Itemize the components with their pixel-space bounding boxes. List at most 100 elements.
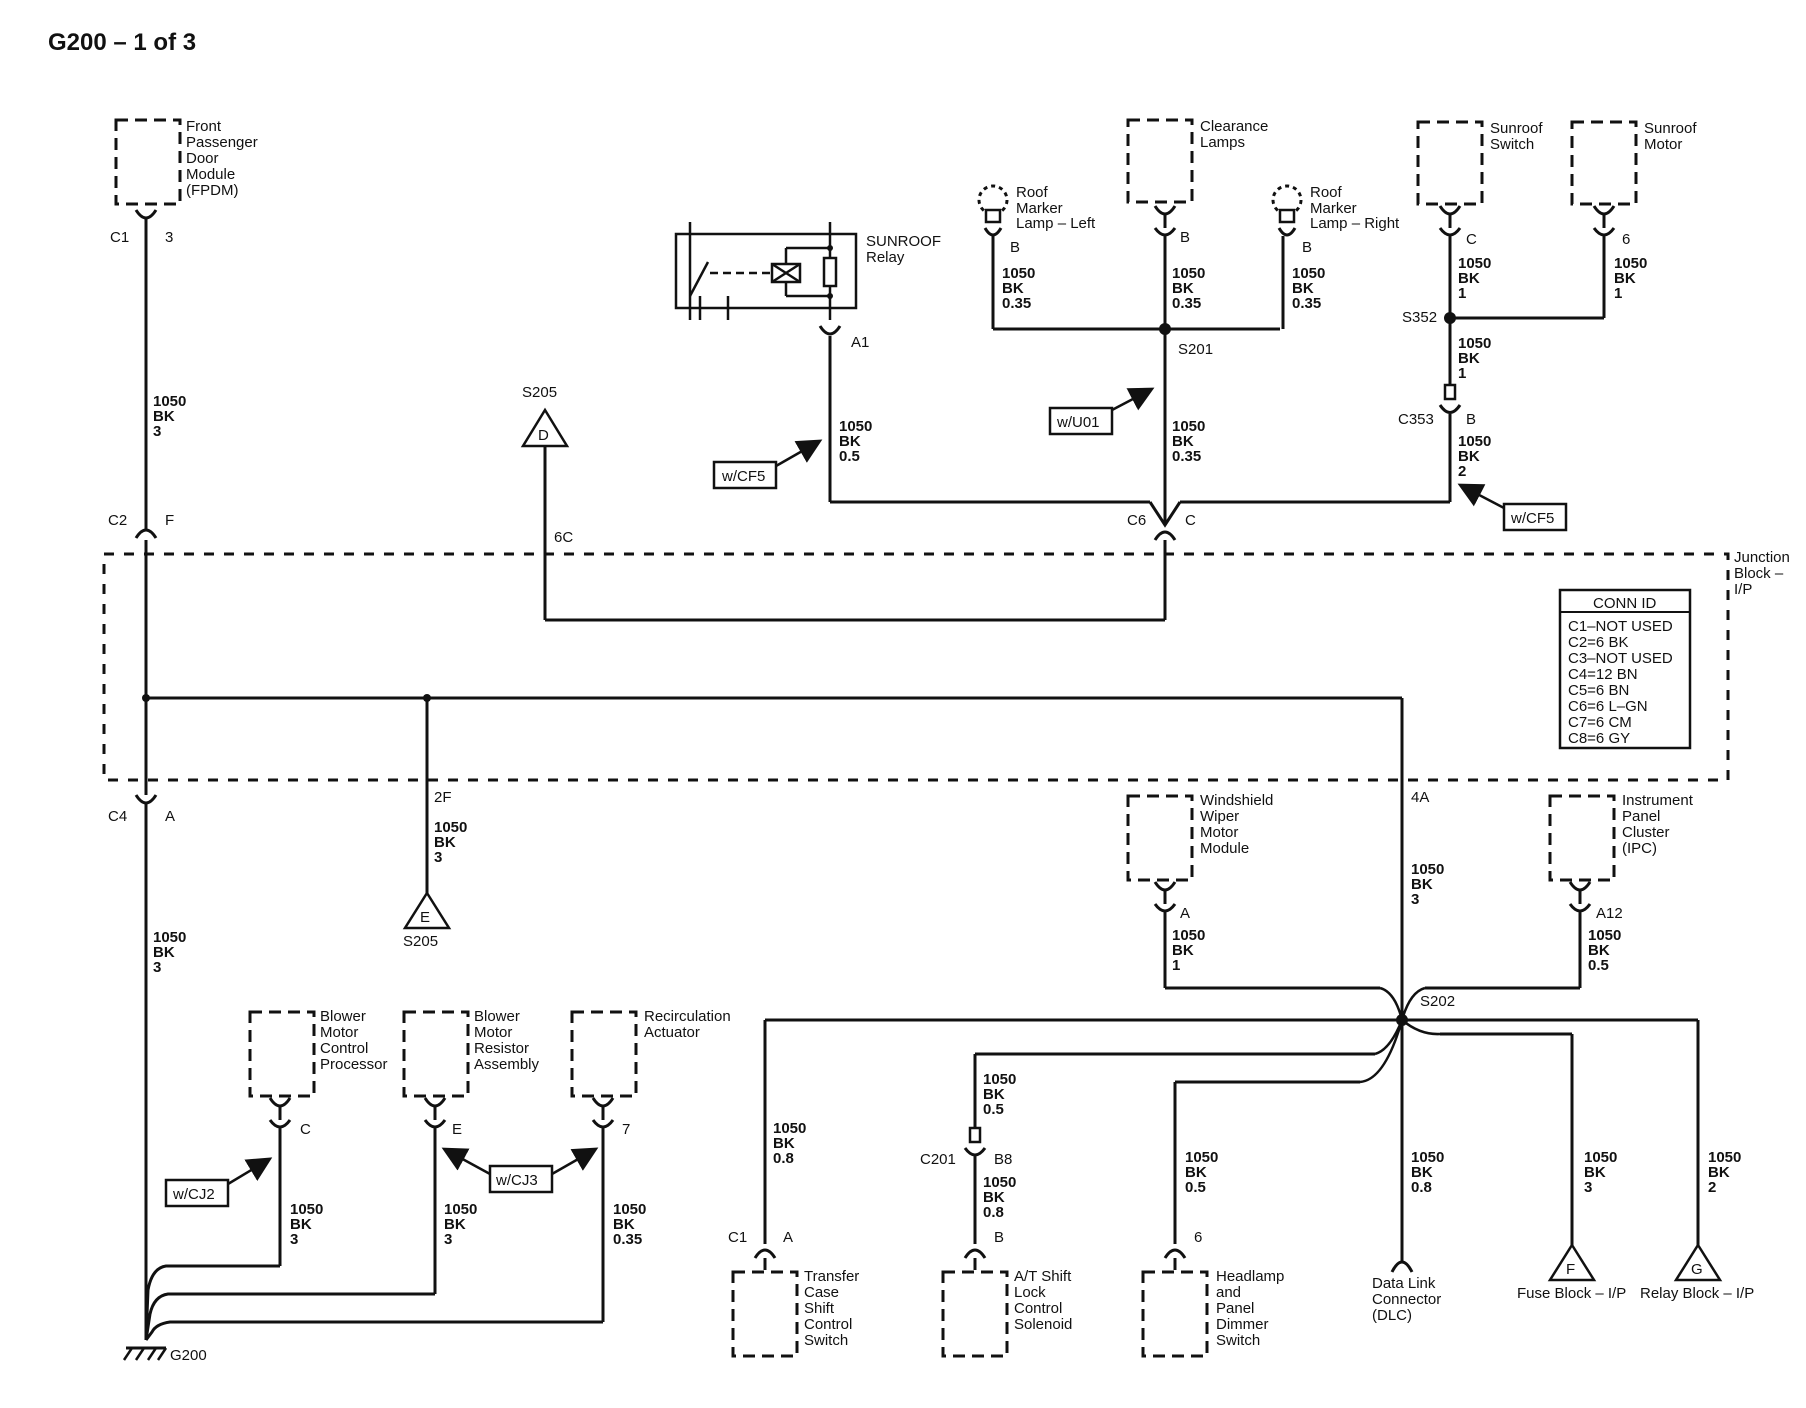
wire-recirc-circuit: 1050 [613, 1201, 646, 1218]
wire-s352-circuit: 1050 [1458, 335, 1491, 352]
blower-motor-control-processor: Blower Motor Control Processor [248, 1008, 388, 1129]
c353-pin: B [1466, 411, 1476, 428]
wire-4a-circuit: 1050 [1411, 861, 1444, 878]
blower-proc-pin: C [300, 1121, 311, 1138]
c201-pin: B8 [994, 1151, 1012, 1168]
conn-id-table: CONN ID C1–NOT USED C2=6 BK C3–NOT USED … [1558, 588, 1692, 750]
wire-sw-color: BK [1458, 270, 1480, 287]
dlc-label-0: Data Link [1372, 1275, 1436, 1292]
wire-ipc-circuit: 1050 [1588, 927, 1621, 944]
sunroof-motor-label-1: Motor [1644, 136, 1682, 153]
relay-pin: A1 [851, 334, 869, 351]
dlc-label-1: Connector [1372, 1291, 1441, 1308]
hd-label-0: Headlamp [1216, 1268, 1284, 1285]
fpdm-pin: 3 [165, 229, 173, 246]
wire-lamp-right-size: 0.35 [1292, 295, 1321, 312]
option-tag-cf5-sunroof-text: w/CF5 [1510, 510, 1554, 527]
roof-lamp-left: Roof Marker Lamp – Left [977, 184, 1096, 237]
at-label-3: Solenoid [1014, 1316, 1072, 1333]
conn-id-row: C7=6 CM [1568, 714, 1632, 731]
wire-c353-size: 2 [1458, 463, 1466, 480]
fpdm-label-1: Passenger [186, 134, 258, 151]
offpage-e-letter: E [420, 909, 430, 926]
ipc-label-2: Cluster [1622, 824, 1670, 841]
wire-c4-color: BK [153, 944, 175, 961]
at-shift-lock-solenoid: A/T Shift Lock Control Solenoid [941, 1268, 1072, 1358]
wire-motor-color: BK [1614, 270, 1636, 287]
wire-blower-res-size: 3 [444, 1231, 452, 1248]
splice-s352-label: S352 [1402, 309, 1437, 326]
wire-2f-size: 3 [434, 849, 442, 866]
sunroof-motor-label-0: Sunroof [1644, 120, 1697, 137]
wire-hd-circuit: 1050 [1185, 1149, 1218, 1166]
c353-connector-symbol [1438, 404, 1462, 414]
hd-label-2: Panel [1216, 1300, 1254, 1317]
sunroof-motor: Sunroof Motor [1570, 120, 1697, 237]
ipc-pin: A12 [1596, 905, 1623, 922]
wire-clearance-size: 0.35 [1172, 295, 1201, 312]
wire-c201-up-circuit: 1050 [983, 1071, 1016, 1088]
headlamp-dimmer-switch: Headlamp and Panel Dimmer Switch [1141, 1268, 1284, 1358]
wire-recirc-color: BK [613, 1216, 635, 1233]
wire-tc-size: 0.8 [773, 1150, 794, 1167]
offpage-f: F Fuse Block – I/P [1517, 1242, 1626, 1302]
c2-pin: F [165, 512, 174, 529]
jb-4a: 4A [1411, 789, 1429, 806]
blower-proc-label-2: Control [320, 1040, 368, 1057]
c6-connector-symbol [1148, 501, 1182, 528]
c201-connector-symbol [963, 1147, 987, 1157]
conn-id-header: CONN ID [1593, 595, 1657, 612]
wire-sw-size: 1 [1458, 285, 1466, 302]
wire-c201-up-size: 0.5 [983, 1101, 1004, 1118]
wire-c201-down-size: 0.8 [983, 1204, 1004, 1221]
relay-label-0: SUNROOF [866, 233, 941, 250]
sunroof-relay: SUNROOF Relay [674, 222, 941, 320]
splice-s201 [1159, 323, 1171, 335]
offpage-g: G Relay Block – I/P [1640, 1242, 1754, 1302]
wire-relay-size: 0.5 [839, 448, 860, 465]
tc-label-2: Shift [804, 1300, 835, 1317]
at-label-2: Control [1014, 1300, 1062, 1317]
blower-proc-label-3: Processor [320, 1056, 388, 1073]
relay-label-1: Relay [866, 249, 905, 266]
wire-c353-color: BK [1458, 448, 1480, 465]
lamp-right-label-2: Lamp – Right [1310, 215, 1400, 232]
hd-pin: 6 [1194, 1229, 1202, 1246]
hd-label-3: Dimmer [1216, 1316, 1269, 1333]
ipc-label-0: Instrument [1622, 792, 1694, 809]
wire-motor-circuit: 1050 [1614, 255, 1647, 272]
wire-lamp-left-color: BK [1002, 280, 1024, 297]
wire-blower-proc-circuit: 1050 [290, 1201, 323, 1218]
option-tag-cj3 [488, 1164, 554, 1194]
wire-fpdm-size: 3 [153, 423, 161, 440]
splice-s201-label: S201 [1178, 341, 1213, 358]
wire-4a-color: BK [1411, 876, 1433, 893]
blower-res-label-0: Blower [474, 1008, 520, 1025]
tc-pin: A [783, 1229, 793, 1246]
at-pin: B [994, 1229, 1004, 1246]
wire-clearance-color: BK [1172, 280, 1194, 297]
c2-connector: C2 [108, 512, 127, 529]
wire-dlc-circuit: 1050 [1411, 1149, 1444, 1166]
ground-label: G200 [170, 1347, 207, 1364]
offpage-f-letter: F [1566, 1261, 1575, 1278]
at-label-1: Lock [1014, 1284, 1046, 1301]
conn-id-row: C1–NOT USED [1568, 618, 1673, 635]
fpdm-label-0: Front [186, 118, 222, 135]
dlc-connector-symbol [1390, 1260, 1414, 1273]
wire-s201-size: 0.35 [1172, 448, 1201, 465]
sunroof-switch-pin: C [1466, 231, 1477, 248]
junction-block-label-0: Junction [1734, 549, 1790, 566]
lamp-left-pin: B [1010, 239, 1020, 256]
lamp-left-label-2: Lamp – Left [1016, 215, 1096, 232]
wire-blower-proc-color: BK [290, 1216, 312, 1233]
wiper-module: Windshield Wiper Motor Module [1126, 792, 1273, 913]
wire-blower-res-color: BK [444, 1216, 466, 1233]
recirc-label-0: Recirculation [644, 1008, 731, 1025]
blower-proc-label-1: Motor [320, 1024, 358, 1041]
lamp-left-label-1: Marker [1016, 200, 1063, 217]
option-tag-cf5-relay-text: w/CF5 [721, 468, 765, 485]
wire-fuse-circuit: 1050 [1584, 1149, 1617, 1166]
wire-clearance-circuit: 1050 [1172, 265, 1205, 282]
conn-id-row: C4=12 BN [1568, 666, 1638, 683]
